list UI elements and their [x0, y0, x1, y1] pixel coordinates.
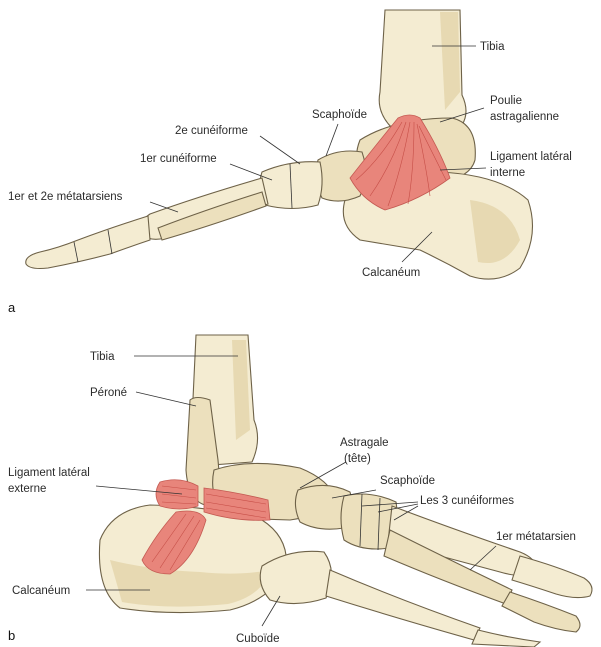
label-poulie-line1: Poulie	[490, 95, 522, 107]
label-tibia-b: Tibia	[90, 351, 115, 363]
label-scaphoide-a: Scaphoïde	[312, 109, 367, 121]
panel-letter-b: b	[8, 628, 15, 643]
label-ligament-interne-line2: interne	[490, 167, 525, 179]
label-ligament-externe-line2: externe	[8, 483, 46, 495]
label-cuneiforme-1: 1er cunéiforme	[140, 153, 217, 165]
panel-a-illustration	[26, 10, 533, 279]
label-astragale-line1: Astragale	[340, 437, 389, 449]
label-cuneiforme-2: 2e cunéiforme	[175, 125, 248, 137]
label-calcaneum-b: Calcanéum	[12, 585, 70, 597]
label-metatarsien: 1er métatarsien	[496, 531, 576, 543]
panel-letter-a: a	[8, 300, 16, 315]
label-metatarsiens: 1er et 2e métatarsiens	[8, 191, 123, 203]
label-cuboide: Cuboïde	[236, 633, 279, 645]
label-poulie-line2: astragalienne	[490, 111, 559, 123]
label-ligament-interne-line1: Ligament latéral	[490, 151, 572, 163]
label-tibia-a: Tibia	[480, 41, 505, 53]
label-scaphoide-b: Scaphoïde	[380, 475, 435, 487]
lateral-ligament-anterior	[156, 480, 198, 509]
panel-b-illustration	[99, 335, 592, 647]
label-perone: Péroné	[90, 387, 127, 399]
phalanx-bones-b	[512, 556, 592, 598]
label-cuneiformes: Les 3 cunéiformes	[420, 495, 514, 507]
phalanx-bones-a	[26, 216, 150, 269]
label-ligament-externe-line1: Ligament latéral	[8, 467, 90, 479]
label-astragale-line2: (tête)	[344, 453, 371, 465]
label-calcaneum-a: Calcanéum	[362, 267, 420, 279]
